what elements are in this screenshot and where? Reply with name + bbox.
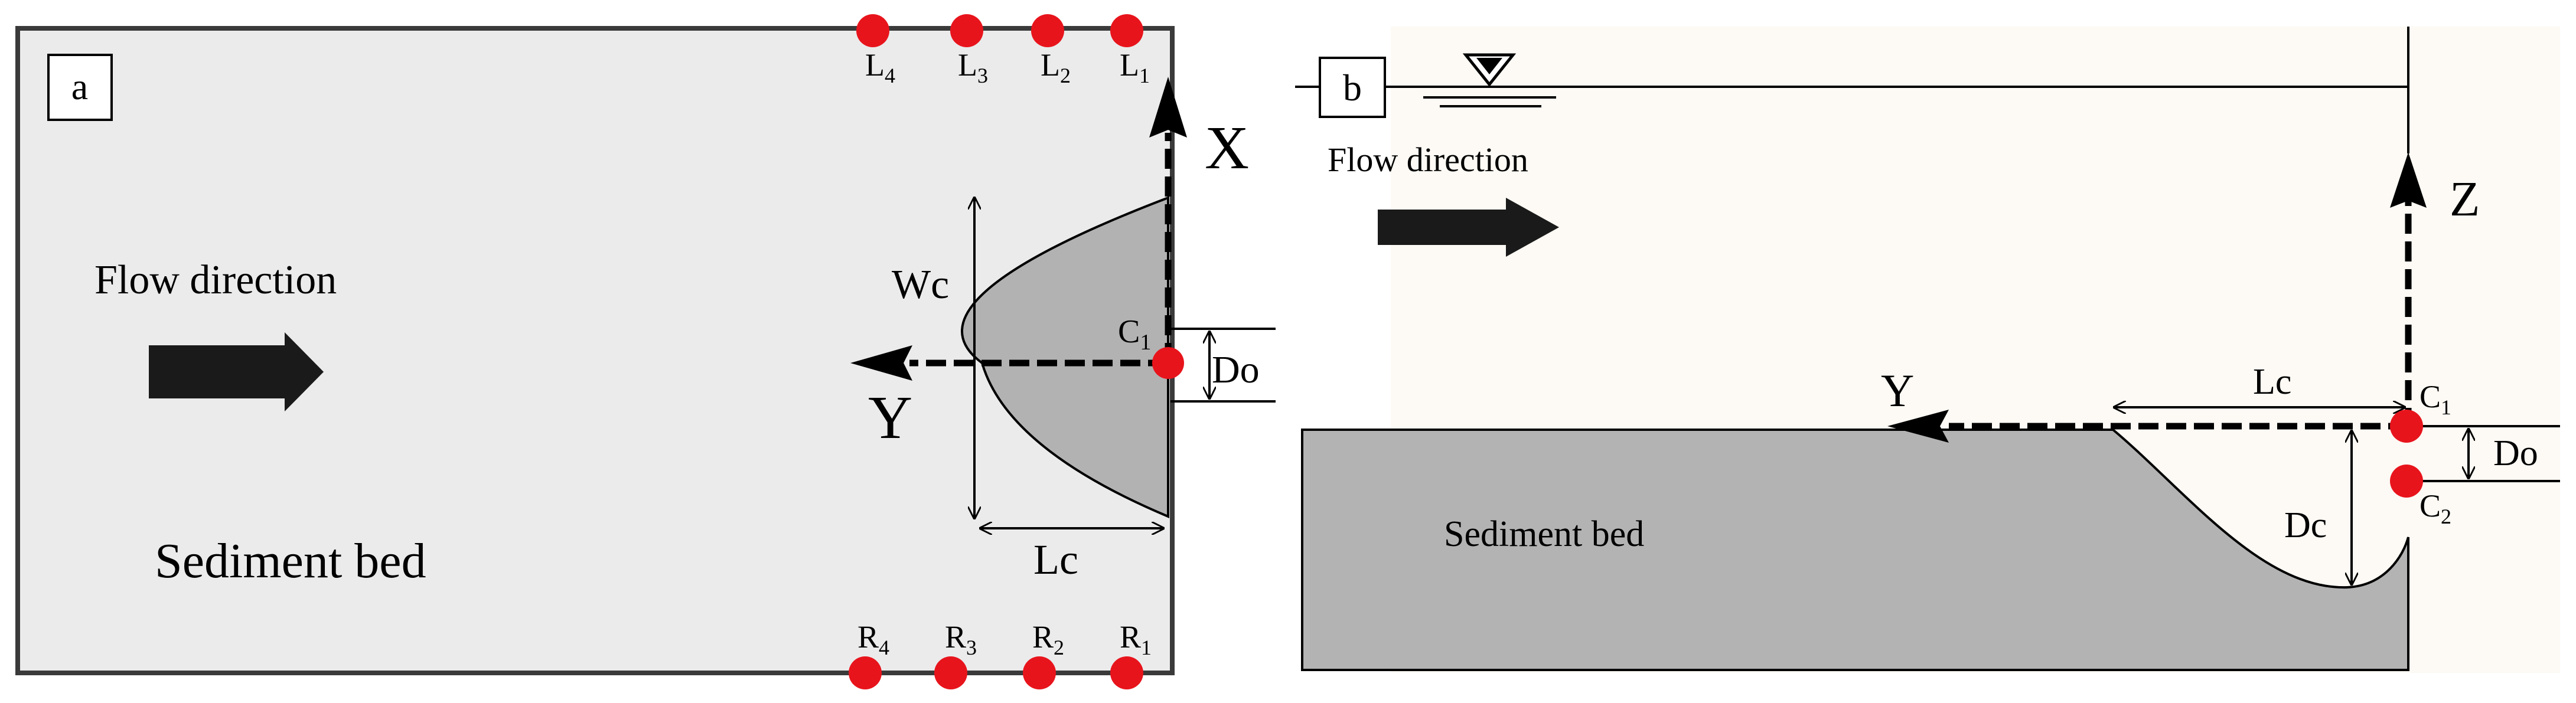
do-label-a: Do	[1212, 348, 1260, 391]
measurement-point-c2	[2390, 465, 2423, 498]
flow-arrow-icon-b	[1378, 198, 1559, 257]
c1-label-a: C1	[1118, 313, 1151, 355]
measurement-point-l1	[1110, 14, 1143, 47]
panel-a-label: a	[71, 66, 88, 107]
r2-label: R2	[1032, 619, 1064, 659]
measurement-point-c1-b	[2390, 410, 2423, 443]
do-label-b: Do	[2493, 433, 2538, 473]
l1-label: L1	[1120, 47, 1150, 87]
c2-label: C2	[2420, 488, 2451, 528]
r4-label: R4	[857, 619, 889, 659]
water-level-icon-fill	[1476, 58, 1502, 74]
x-axis-arrowhead	[1149, 77, 1187, 138]
flow-arrow-icon	[149, 332, 324, 411]
l3-label: L3	[958, 47, 988, 87]
panel-b-bed-label: Sediment bed	[1444, 514, 1644, 554]
sediment-bed-profile	[1301, 429, 2409, 671]
y-axis-label-a: Y	[868, 384, 912, 452]
panel-b-flow-label: Flow direction	[1328, 140, 1528, 179]
dc-label: Dc	[2284, 505, 2327, 545]
r3-label: R3	[945, 619, 977, 659]
panel-b: b Flow direction Sediment bed Z Y Lc Dc	[1295, 27, 2560, 673]
measurement-point-l4	[856, 14, 889, 47]
panel-a-bed-label: Sediment bed	[155, 534, 426, 588]
measurement-point-l2	[1031, 14, 1064, 47]
measurement-point-r2	[1023, 656, 1056, 689]
x-axis-label: X	[1205, 114, 1249, 182]
measurement-point-c1-a	[1152, 347, 1184, 379]
panel-b-label-box	[1319, 57, 1386, 118]
y-axis-label-b: Y	[1881, 365, 1914, 416]
z-axis-arrowhead	[2390, 152, 2427, 208]
l4-label: L4	[865, 47, 895, 87]
measurement-point-r1	[1110, 656, 1143, 689]
y-axis-arrowhead-b	[1887, 410, 1949, 443]
measurement-point-r3	[934, 656, 967, 689]
left-bank-points: L4 L3 L2 L1	[856, 14, 1150, 87]
panel-b-label: b	[1343, 67, 1362, 109]
l2-label: L2	[1041, 47, 1071, 87]
panel-a-label-box	[47, 54, 113, 121]
panel-a: a Flow direction Sediment bed Wc Lc Do X…	[15, 14, 1276, 689]
y-axis-arrowhead-a	[850, 345, 912, 381]
r1-label: R1	[1120, 619, 1152, 659]
wc-label: Wc	[892, 262, 949, 308]
lc-label-a: Lc	[1033, 536, 1078, 583]
measurement-point-r4	[849, 656, 882, 689]
z-axis-label: Z	[2450, 172, 2480, 227]
lc-label-b: Lc	[2253, 362, 2291, 402]
right-bank-points: R4 R3 R2 R1	[849, 619, 1152, 689]
panel-a-flow-label: Flow direction	[94, 257, 337, 303]
c1-label-b: C1	[2420, 379, 2451, 419]
measurement-point-l3	[950, 14, 983, 47]
